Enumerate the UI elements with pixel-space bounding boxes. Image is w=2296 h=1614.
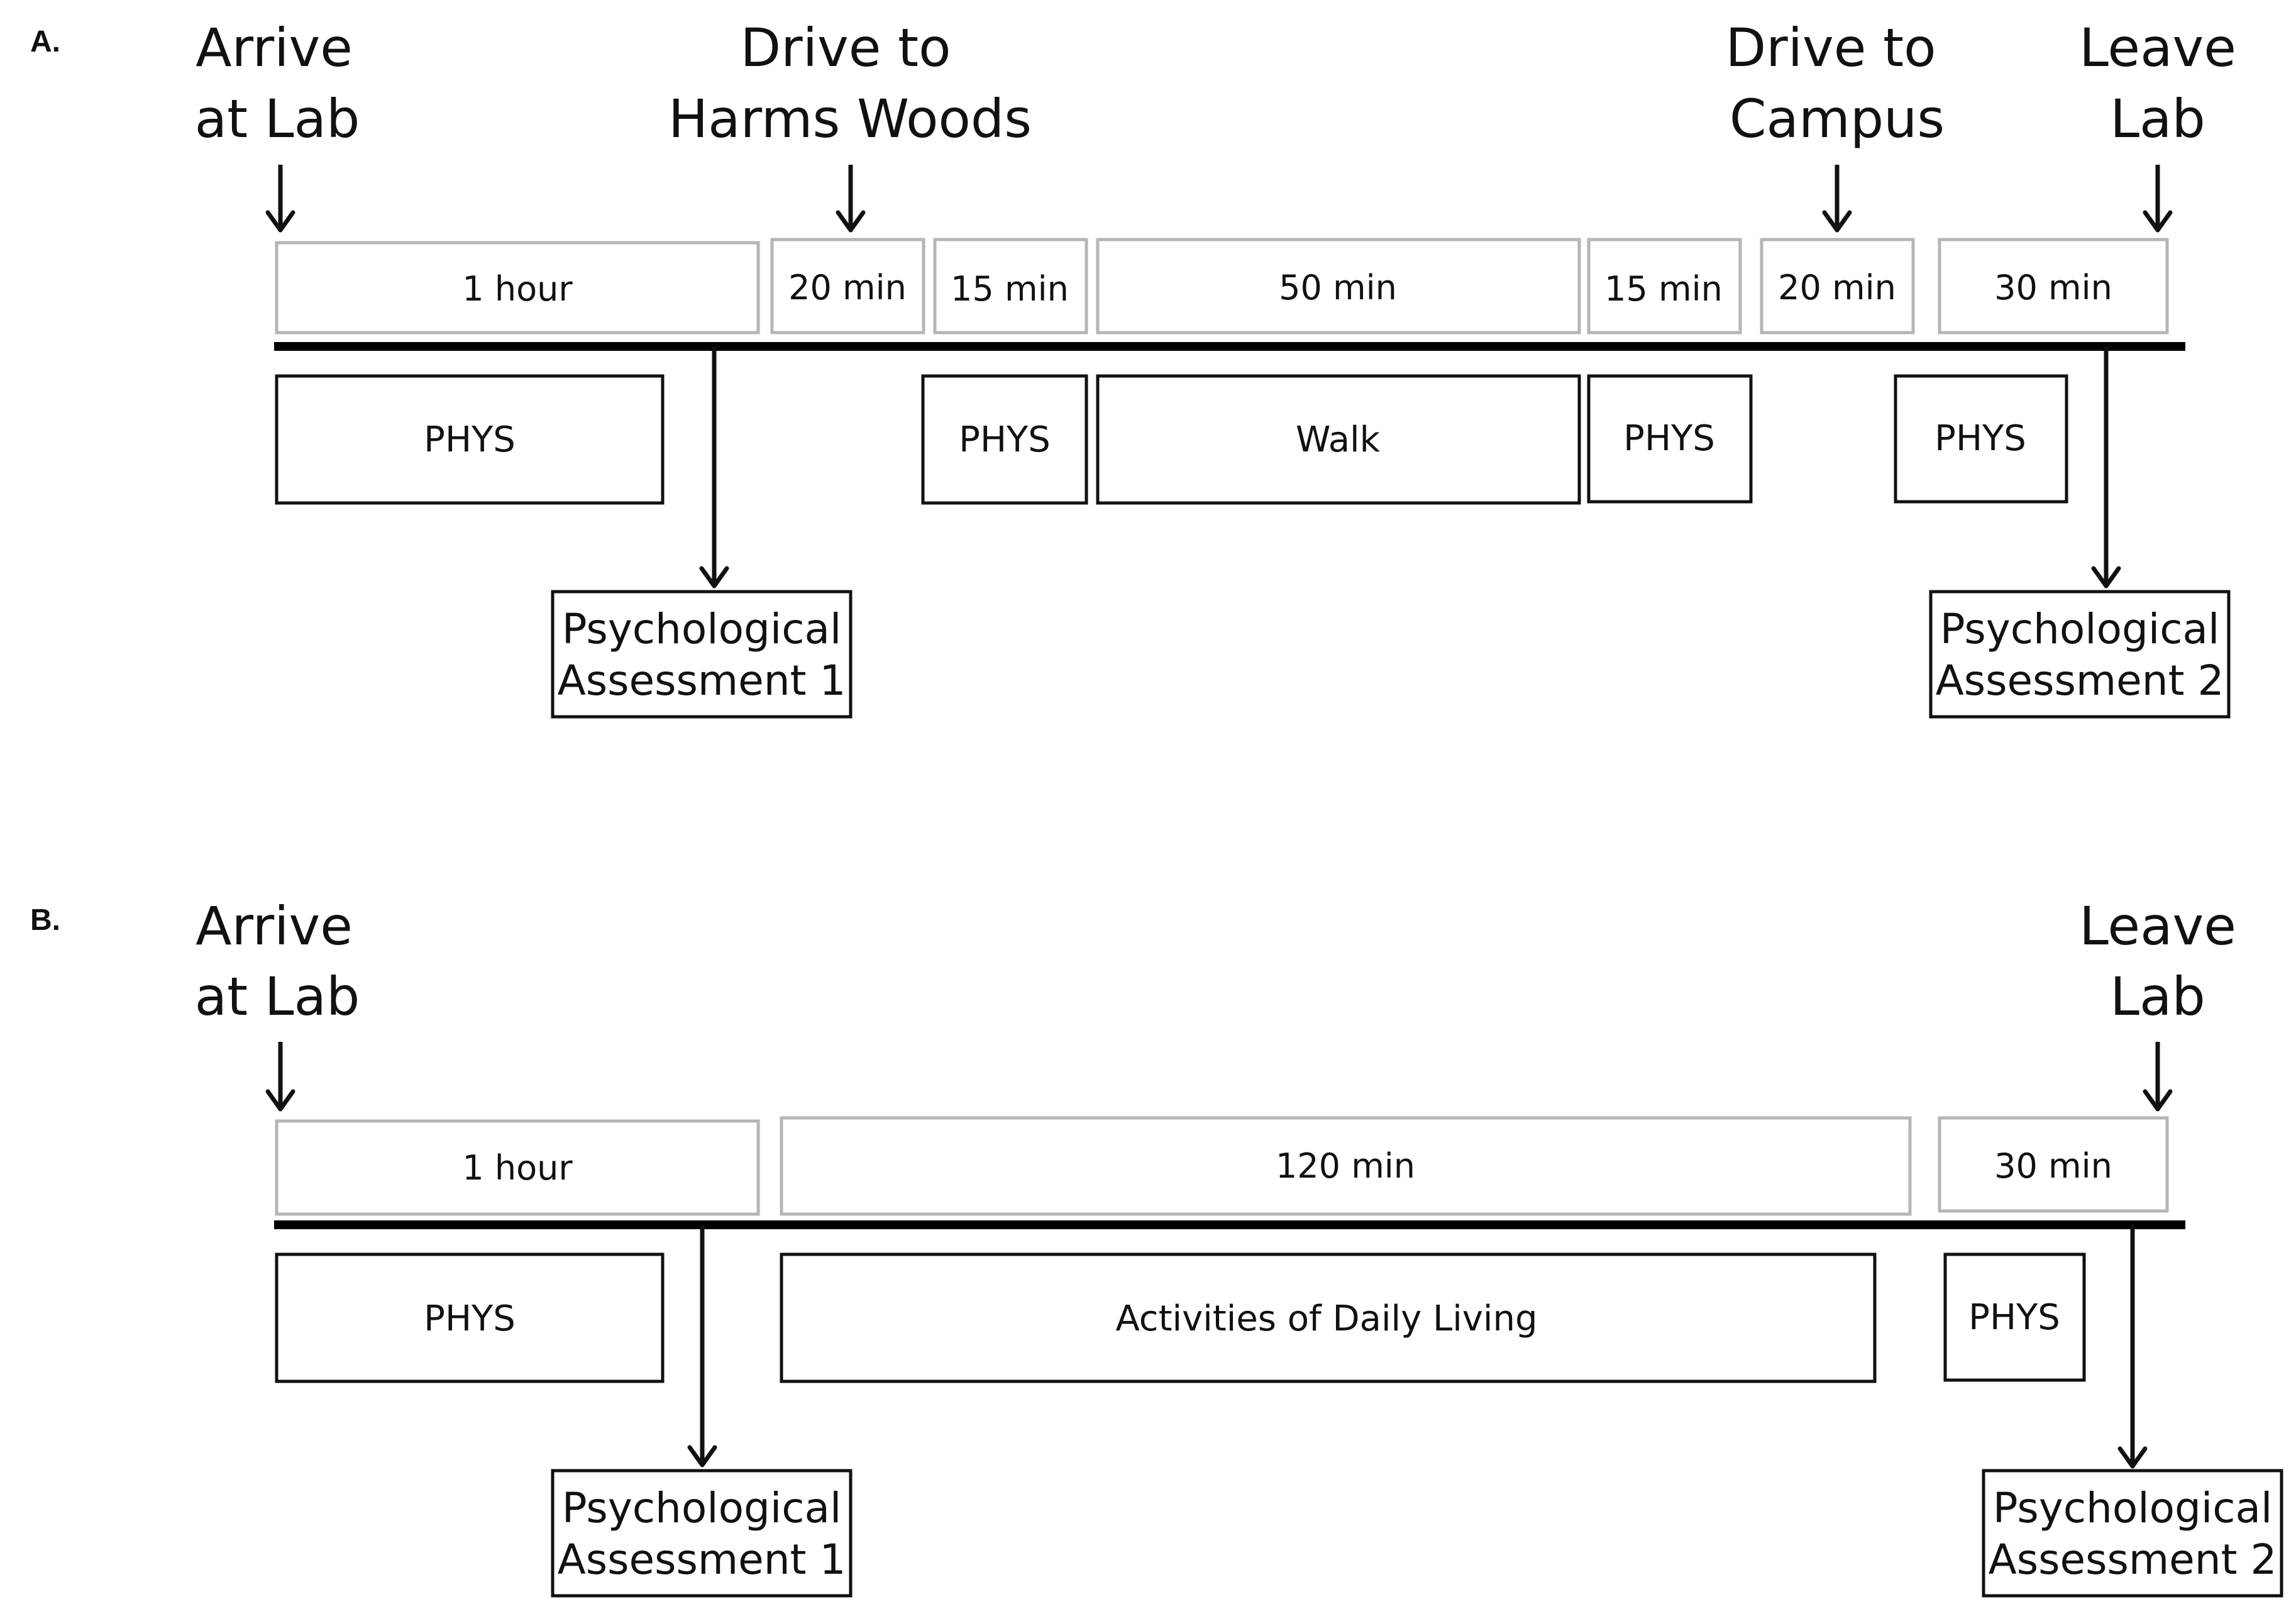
event-drive-harms-line1: Drive to — [741, 17, 951, 79]
assessment-line1: Psychological — [1940, 605, 2220, 653]
activity-box — [780, 1252, 1877, 1383]
duration-label: 50 min — [1279, 268, 1397, 307]
duration-box — [770, 238, 925, 334]
assessment-line1: Psychological — [562, 1484, 842, 1532]
assessment-line2: Assessment 1 — [558, 656, 846, 705]
activity-box — [275, 1252, 665, 1383]
arrowhead-arrive — [265, 1089, 295, 1112]
panel-b-letter: B. — [30, 904, 60, 937]
event-drive-campus-line2: Campus — [1730, 88, 1945, 150]
arrowhead-leave — [2143, 210, 2173, 233]
duration-label: 30 min — [1994, 1146, 2112, 1186]
arrowhead-assessment-1 — [687, 1445, 717, 1468]
event-arrive-line1: Arrive — [196, 17, 353, 79]
activity-box — [275, 374, 665, 505]
event-drive-campus-line1: Drive to — [1726, 17, 1936, 79]
event-leave-line2: Lab — [2110, 966, 2205, 1027]
activity-box — [1894, 374, 2068, 504]
duration-box — [933, 238, 1088, 334]
activity-label: PHYS — [1623, 418, 1715, 459]
event-leave-line2: Lab — [2110, 88, 2205, 150]
activity-label: PHYS — [959, 419, 1051, 460]
event-leave-line1: Leave — [2079, 895, 2236, 957]
activity-label: PHYS — [424, 1298, 516, 1339]
duration-label: 30 min — [1994, 268, 2112, 307]
event-drive-harms-line2: Harms Woods — [668, 88, 1032, 150]
assessment-line1: Psychological — [1993, 1484, 2273, 1532]
duration-label: 15 min — [1604, 269, 1723, 309]
arrowhead-assessment-1 — [699, 566, 729, 589]
activity-box — [1587, 374, 1753, 504]
activity-label: Activities of Daily Living — [1115, 1298, 1537, 1339]
panel-a-letter: A. — [30, 25, 60, 58]
arrowhead-leave — [2143, 1089, 2173, 1112]
activity-label: PHYS — [424, 419, 516, 460]
duration-box — [275, 241, 760, 334]
duration-label: 1 hour — [462, 269, 573, 309]
arrowhead-drive-campus — [1822, 210, 1852, 233]
arrowhead-assessment-2 — [2091, 566, 2121, 589]
event-arrive-line2: at Lab — [195, 966, 360, 1027]
arrowhead-assessment-2 — [2117, 1446, 2148, 1469]
duration-box — [1760, 238, 1915, 334]
duration-label: 1 hour — [462, 1148, 573, 1188]
activity-box — [1943, 1252, 2086, 1382]
assessment-line2: Assessment 2 — [1936, 656, 2224, 705]
arrowhead-arrive — [265, 210, 295, 233]
assessment-box — [551, 590, 853, 719]
duration-box — [1938, 238, 2169, 334]
panel-a: A. Arrive at Lab Drive to Harms Woods Dr… — [30, 17, 2236, 719]
activity-label: PHYS — [1968, 1297, 2060, 1338]
duration-box — [275, 1119, 760, 1216]
arrowhead-drive-harms — [836, 210, 866, 233]
assessment-line2: Assessment 1 — [558, 1535, 846, 1584]
activity-label: PHYS — [1934, 418, 2026, 459]
duration-box — [780, 1116, 1912, 1216]
duration-label: 120 min — [1276, 1146, 1415, 1186]
activity-box — [921, 374, 1088, 505]
event-arrive-line1: Arrive — [196, 895, 353, 957]
duration-box — [1096, 238, 1581, 334]
duration-label: 20 min — [1778, 268, 1896, 307]
event-arrive-line2: at Lab — [195, 88, 360, 150]
duration-box — [1587, 238, 1742, 334]
duration-label: 20 min — [788, 268, 907, 307]
assessment-box — [1982, 1469, 2283, 1598]
activity-label: Walk — [1296, 419, 1381, 460]
event-leave-line1: Leave — [2079, 17, 2236, 79]
panel-b: B. Arrive at Lab Leave Lab 1 hour 120 mi… — [30, 895, 2283, 1598]
assessment-box — [1929, 590, 2231, 719]
assessment-line1: Psychological — [562, 605, 842, 653]
assessment-box — [551, 1469, 853, 1598]
duration-box — [1938, 1116, 2169, 1213]
duration-label: 15 min — [951, 269, 1069, 309]
activity-box — [1096, 374, 1581, 505]
assessment-line2: Assessment 2 — [1989, 1535, 2277, 1584]
